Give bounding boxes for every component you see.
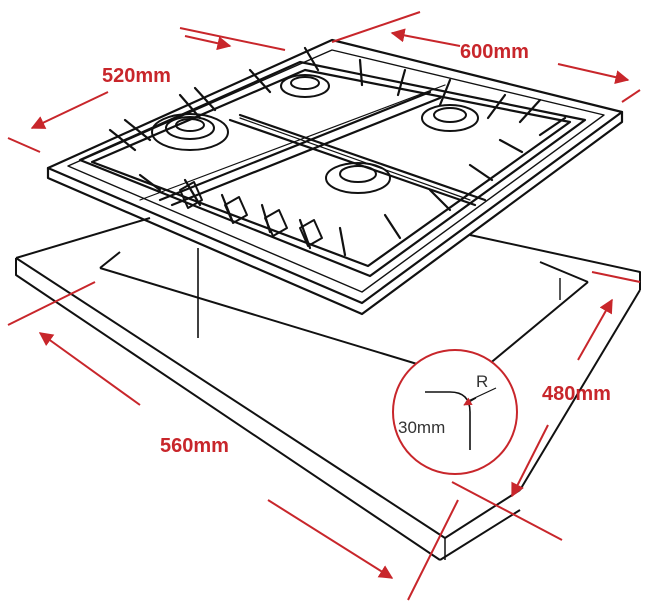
burner-back-right (421, 104, 479, 132)
dim-600-line-a (331, 11, 421, 43)
dim-520-line-b (184, 35, 232, 51)
dim-560-line-a (38, 332, 141, 406)
control-knob (179, 181, 323, 247)
dim-520-line-a (179, 27, 286, 51)
dim-600-line-c (557, 63, 630, 85)
burner-front-left (151, 113, 229, 151)
dim-600-tick (621, 89, 641, 103)
radius-arrow (463, 397, 477, 406)
dim-560-line-b (267, 499, 394, 579)
detail-circle (392, 349, 518, 475)
dim-480-tick (591, 271, 641, 283)
dimension-lines (7, 11, 641, 601)
burner-front-right (325, 162, 391, 194)
dim-480-line-a (577, 298, 613, 361)
burner-back-left (280, 74, 330, 98)
gas-hob (46, 38, 624, 316)
corner-radius-detail: R 30mm (392, 349, 518, 475)
dim-520-line-c (30, 91, 109, 129)
dim-480-label: 480mm (542, 383, 611, 405)
dim-480-line-b (511, 424, 549, 498)
dim-600-label: 600mm (460, 41, 529, 63)
dim-560-label: 560mm (160, 435, 229, 457)
dim-560-tick-b (407, 499, 459, 601)
dim-560-tick (7, 281, 96, 326)
dim-480-tick-b (451, 481, 563, 541)
dim-520-tick (7, 137, 41, 153)
radius-label: R (476, 372, 488, 391)
corner-profile (425, 391, 471, 450)
dim-520-label: 520mm (102, 65, 171, 87)
radius-value-label: 30mm (398, 418, 445, 437)
dim-600-line-b (390, 28, 461, 47)
